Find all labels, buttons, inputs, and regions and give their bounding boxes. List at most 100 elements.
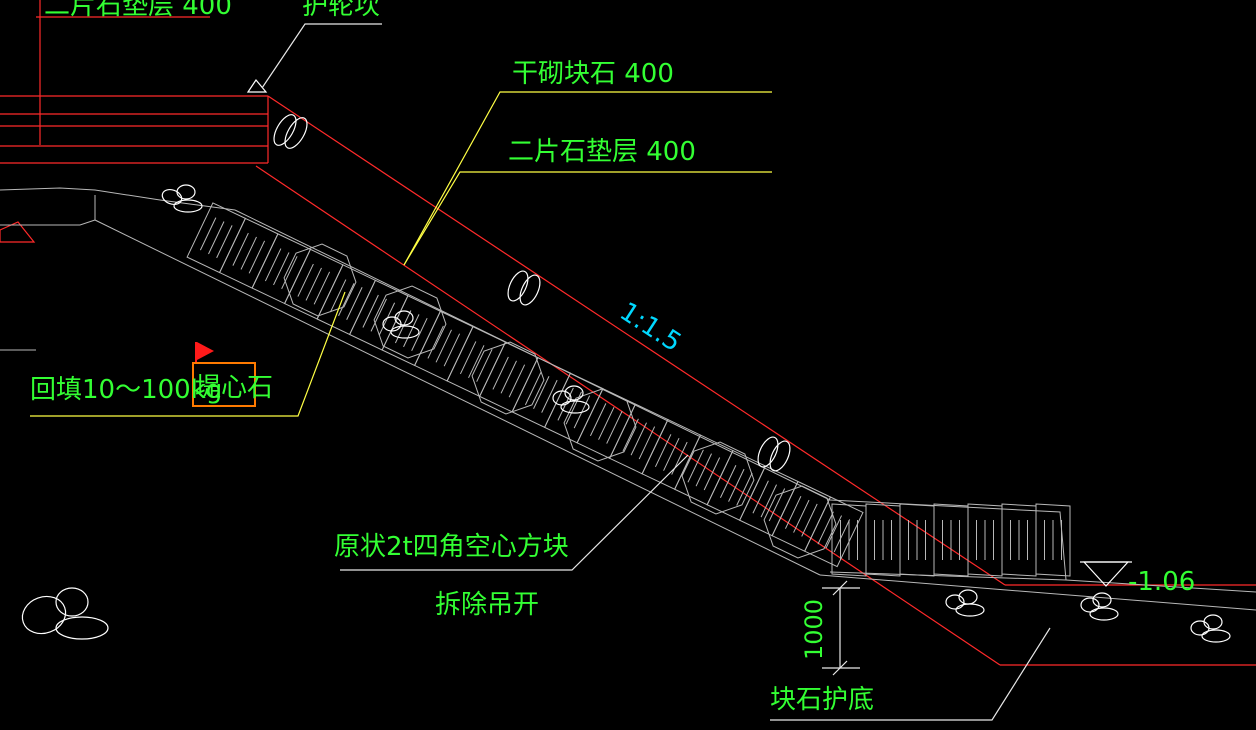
block-rib <box>297 263 314 297</box>
block-rib <box>606 410 623 444</box>
block-rib <box>524 372 542 406</box>
hollow-block <box>471 341 545 415</box>
label-backfill: 回填10～100kg <box>30 375 222 405</box>
block-rib <box>232 232 249 266</box>
block-rib <box>630 422 647 456</box>
label-dimension: 1000 <box>800 599 828 660</box>
hollow-block <box>933 503 969 577</box>
block-rib <box>622 418 639 452</box>
block-rib <box>752 480 769 514</box>
block-rib <box>476 348 493 382</box>
label-hollow-block: 原状2t四角空心方块 <box>334 532 569 562</box>
block-rib <box>533 376 550 409</box>
hollow-block <box>763 485 837 559</box>
block-rib <box>281 256 298 290</box>
label-wheel-guard: 护轮坎 <box>302 0 380 21</box>
stone-cluster <box>507 270 541 306</box>
block-rib <box>329 279 347 313</box>
elevation-marker <box>1080 561 1132 587</box>
slope-layer-lines <box>0 95 1256 666</box>
stone-cluster <box>161 184 203 213</box>
block-rib <box>411 318 428 351</box>
block-rib <box>728 468 745 502</box>
block-rib <box>305 267 322 301</box>
wheel-guard-marker <box>246 78 268 93</box>
block-rib <box>703 457 721 491</box>
stone-cluster <box>21 587 109 640</box>
rubble-stones <box>21 114 1231 643</box>
block-rib <box>216 225 233 259</box>
block-rib <box>654 434 672 468</box>
block-rib <box>825 515 842 549</box>
hollow-block <box>1035 503 1071 577</box>
block-rib <box>273 252 290 286</box>
block-rib <box>500 360 517 394</box>
block-rib <box>736 472 753 506</box>
block-rib <box>338 283 355 317</box>
block-rib <box>768 488 786 522</box>
block-rib <box>248 240 266 274</box>
block-rib <box>240 236 257 270</box>
block-rib <box>793 499 810 533</box>
block-rib <box>362 294 379 328</box>
block-rib <box>346 287 363 320</box>
selection-marker[interactable] <box>192 342 256 407</box>
label-remove-lift: 拆除吊开 <box>435 590 539 620</box>
block-rib <box>719 465 737 498</box>
block-rib <box>589 403 607 437</box>
label-second-stone: 二片石垫层 400 <box>508 137 696 167</box>
block-rib <box>801 503 818 537</box>
label-top-left-cut: 二片石垫层 400 <box>44 0 232 21</box>
text-labels: 二片石垫层 400 护轮坎 干砌块石 400 二片石垫层 400 1:1.5 回… <box>30 0 1195 715</box>
block-rib <box>403 314 420 348</box>
dimension-1000 <box>822 580 860 676</box>
hollow-block <box>803 496 864 568</box>
hollow-block <box>681 441 755 515</box>
block-rib <box>370 298 387 332</box>
block-rib <box>541 379 558 413</box>
block-rib <box>492 356 509 390</box>
block-rib <box>598 407 615 440</box>
block-rib <box>313 271 331 305</box>
stone-cluster <box>1190 614 1231 643</box>
leader-lines <box>30 23 1051 721</box>
block-rib <box>687 449 704 483</box>
block-rib <box>443 333 461 367</box>
hollow-block <box>967 503 1003 577</box>
hollow-block-chain <box>186 202 1071 577</box>
flag-icon <box>197 342 214 360</box>
block-rib <box>833 519 851 553</box>
top-structure <box>0 0 269 164</box>
block-rib <box>435 329 452 363</box>
label-core-stone: 堤心石 <box>195 373 273 403</box>
label-dry-stone: 干砌块石 400 <box>512 59 674 89</box>
block-rib <box>208 221 225 255</box>
block-rib <box>760 484 777 518</box>
stone-cluster <box>273 114 308 149</box>
hollow-block <box>373 285 447 359</box>
block-rib <box>459 341 477 375</box>
block-rib <box>468 345 485 379</box>
label-toe-protection: 块石护底 <box>770 685 874 715</box>
stone-cluster <box>552 385 590 414</box>
hollow-block <box>831 503 867 577</box>
hollow-block <box>283 243 357 317</box>
block-rib <box>784 495 802 529</box>
block-rib <box>695 453 712 487</box>
block-rib <box>663 437 680 471</box>
hollow-block <box>865 503 901 577</box>
stone-cluster <box>757 436 791 472</box>
block-rib <box>508 364 526 398</box>
stone-cluster <box>382 310 420 339</box>
block-rib <box>264 248 282 282</box>
hollow-block <box>899 503 935 577</box>
stone-cluster <box>1080 592 1119 621</box>
hollow-block <box>563 388 637 462</box>
block-rib <box>817 511 834 545</box>
block-rib <box>638 426 656 460</box>
hollow-block <box>1001 503 1037 577</box>
block-rib <box>427 325 444 359</box>
block-rib <box>378 302 396 336</box>
